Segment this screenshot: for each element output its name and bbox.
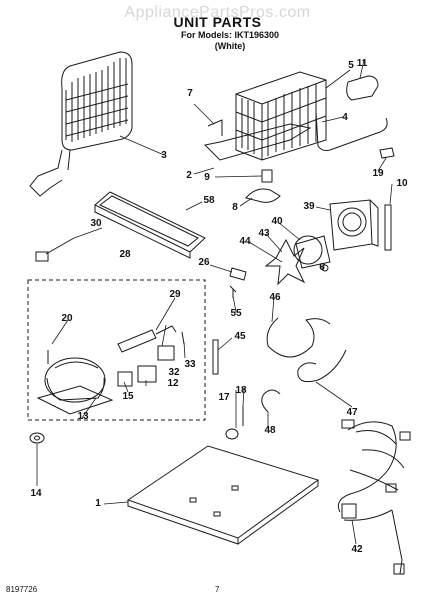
evaporator-drawing: [203, 71, 327, 161]
drain-tube-drawing: [212, 339, 219, 375]
callout-19[interactable]: 19: [372, 168, 384, 179]
color-line: (White): [214, 41, 246, 51]
model-info: For Models: IKT196300 (White): [165, 30, 295, 52]
callout-47[interactable]: 47: [346, 407, 358, 418]
capacitor-drawing: [117, 325, 177, 353]
callout-12[interactable]: 12: [167, 378, 179, 389]
grommet-drawing: [29, 432, 45, 444]
callout-48[interactable]: 48: [264, 425, 276, 436]
callout-42[interactable]: 42: [351, 544, 363, 555]
tubing-drawing: [261, 317, 347, 413]
tube-drawing: [315, 111, 388, 151]
callout-4[interactable]: 4: [342, 112, 348, 123]
callout-11[interactable]: 11: [356, 58, 368, 69]
watermark: AppliancePartsPros.com: [124, 4, 311, 21]
callout-13[interactable]: 13: [77, 411, 89, 422]
hardware-drawing: [229, 267, 247, 298]
callout-33[interactable]: 33: [184, 359, 196, 370]
relay-drawing: [117, 331, 185, 387]
sensor-drawing: [379, 147, 395, 251]
drain-trough-drawing: [94, 191, 206, 259]
callout-5[interactable]: 5: [348, 60, 354, 71]
fan-motor-drawing: [264, 199, 379, 286]
document-number: 8197726: [6, 585, 38, 594]
leader-lines: [36, 59, 393, 545]
callout-58[interactable]: 58: [203, 195, 215, 206]
page-title: UNIT PARTS: [173, 14, 262, 30]
screw-drawing: [225, 406, 244, 440]
callout-39[interactable]: 39: [303, 201, 315, 212]
clip-drawing: [261, 169, 273, 183]
callout-2[interactable]: 2: [186, 170, 192, 181]
callout-14[interactable]: 14: [30, 488, 42, 499]
insulator-drawing: [245, 188, 281, 203]
callout-29[interactable]: 29: [169, 289, 181, 300]
callout-43[interactable]: 43: [258, 228, 270, 239]
callout-32[interactable]: 32: [168, 367, 180, 378]
compressor-drawing: [36, 350, 114, 415]
callout-46[interactable]: 46: [269, 292, 281, 303]
callout-1[interactable]: 1: [95, 498, 101, 509]
callout-55[interactable]: 55: [230, 308, 242, 319]
page-number: 7: [215, 585, 220, 594]
callout-44[interactable]: 44: [239, 236, 251, 247]
callout-40[interactable]: 40: [271, 216, 283, 227]
base-plate-drawing: [126, 445, 320, 545]
callout-9[interactable]: 9: [204, 172, 210, 183]
callout-18[interactable]: 18: [235, 385, 247, 396]
condenser-coil-drawing: [29, 51, 133, 197]
callout-10[interactable]: 10: [396, 178, 408, 189]
callout-45[interactable]: 45: [234, 331, 246, 342]
callout-26[interactable]: 26: [198, 257, 210, 268]
callout-8[interactable]: 8: [232, 202, 238, 213]
callout-28[interactable]: 28: [119, 249, 131, 260]
callout-30[interactable]: 30: [90, 218, 102, 229]
callout-20[interactable]: 20: [61, 313, 73, 324]
cover-drawing: [346, 75, 379, 101]
callout-15[interactable]: 15: [122, 391, 134, 402]
callout-7[interactable]: 7: [187, 88, 193, 99]
wiring-harness-drawing: [337, 419, 411, 575]
compressor-group-outline: [27, 279, 206, 421]
callout-3[interactable]: 3: [161, 150, 167, 161]
harness-lead-drawing: [35, 237, 75, 262]
callout-6[interactable]: 6: [319, 262, 325, 273]
models-line: For Models: IKT196300: [180, 30, 280, 40]
callout-17[interactable]: 17: [218, 392, 230, 403]
